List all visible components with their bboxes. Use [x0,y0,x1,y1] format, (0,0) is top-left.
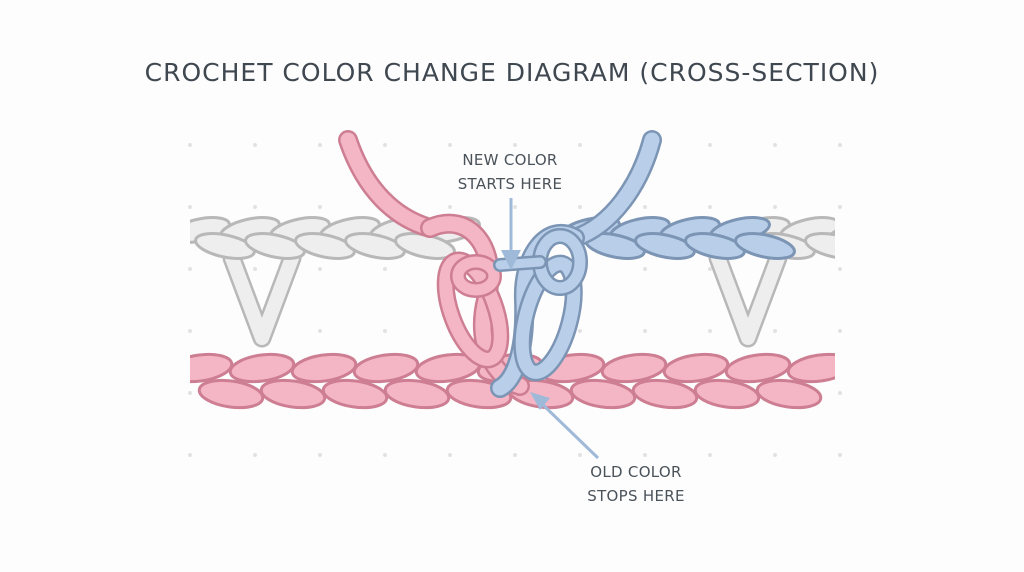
pink-chain-link [662,352,730,384]
old-color-label-line1: OLD COLOR [590,463,682,481]
pink-chain-link [786,352,835,384]
pink-chain-link [290,352,358,384]
pink-chain-link [631,378,699,410]
old-color-label-line2: STOPS HERE [587,487,685,505]
gray-chain-link [344,232,406,260]
pink-chain-link [569,378,637,410]
gray-chain-link [294,232,356,260]
page-title: CROCHET COLOR CHANGE DIAGRAM (CROSS-SECT… [144,58,880,87]
pink-chain-link [197,378,265,410]
pink-chain-link [693,378,761,410]
pink-chain-link [724,352,792,384]
pink-chain-link [259,378,327,410]
new-color-label-line2: STARTS HERE [457,175,563,193]
new-color-label-line1: NEW COLOR [462,151,558,169]
new-color-yarn-strand [490,130,662,398]
blue-chain-link [734,232,796,260]
pink-chain-link [352,352,420,384]
pink-chain-link [755,378,823,410]
pink-chain-link [600,352,668,384]
gray-chain-link [194,232,256,260]
old-color-arrow [530,392,600,460]
old-color-yarn-strand [338,130,530,396]
new-color-arrow [501,198,521,270]
pink-chain-link [228,352,296,384]
blue-chain-link [684,232,746,260]
old-color-label: OLD COLOR STOPS HERE [566,460,706,508]
blue-chain-link [634,232,696,260]
inactive-stitch-posts [222,248,788,348]
pink-chain-link [190,352,234,384]
gray-chain-link [804,232,835,260]
gray-chain-link [244,232,306,260]
pink-chain-link [321,378,389,410]
new-color-label: NEW COLOR STARTS HERE [440,148,580,196]
pink-chain-link [383,378,451,410]
new-color-top-chain [559,216,796,260]
